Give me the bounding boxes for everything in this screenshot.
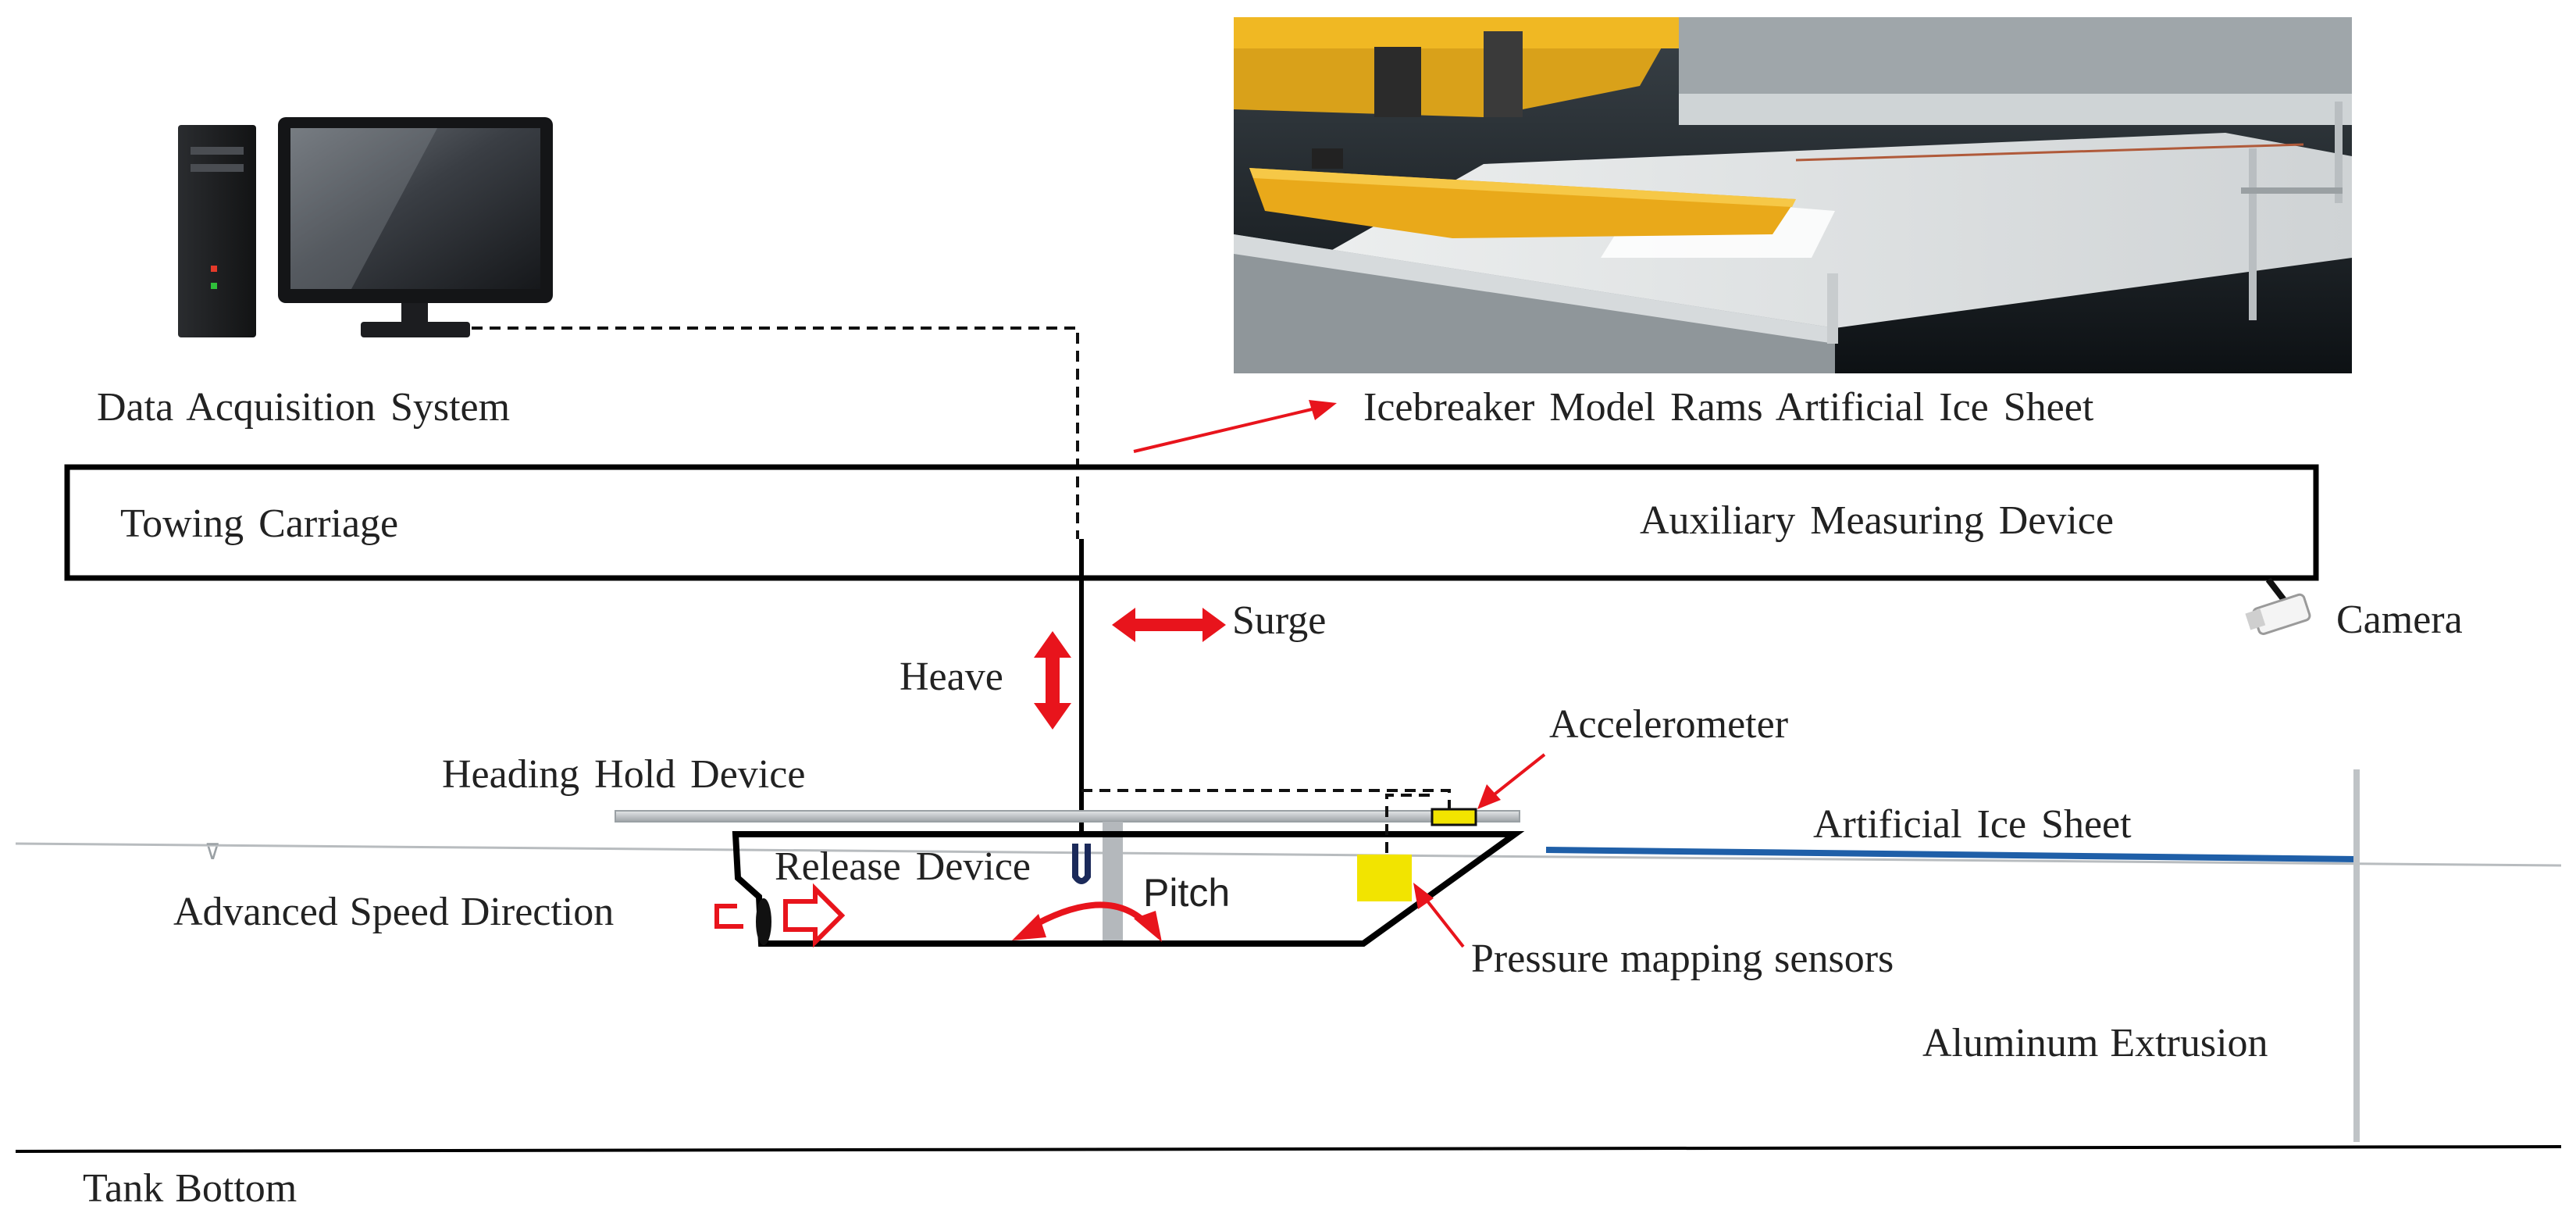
label-data-acquisition-system: Data Acquisition System [97, 385, 511, 430]
computer-tower-icon [178, 125, 256, 337]
data-cable [472, 327, 1079, 539]
pitch-arrow [1012, 901, 1162, 942]
label-auxiliary-measuring-device: Auxiliary Measuring Device [1640, 498, 2114, 543]
towing-carriage-frame [64, 464, 2319, 581]
label-heave: Heave [900, 655, 1003, 699]
label-release-device: Release Device [775, 844, 1031, 889]
label-advanced-speed-direction: Advanced Speed Direction [173, 890, 615, 934]
water-surface-line [15, 842, 2562, 867]
heading-hold-bar [615, 810, 1520, 823]
label-artificial-ice-sheet: Artificial Ice Sheet [1813, 802, 2132, 847]
advanced-speed-arrow [714, 883, 846, 948]
monitor-icon [278, 117, 553, 337]
accelerometer-pointer [1477, 753, 1546, 809]
release-device-clamp [1072, 844, 1091, 884]
label-pitch: Pitch [1143, 871, 1231, 915]
label-tank-bottom: Tank Bottom [83, 1166, 298, 1211]
label-camera: Camera [2336, 598, 2463, 642]
heave-arrow [1034, 631, 1071, 730]
label-pressure-mapping-sensors: Pressure mapping sensors [1471, 937, 1894, 981]
label-photo-caption: Icebreaker Model Rams Artificial Ice She… [1363, 385, 2094, 430]
label-accelerometer: Accelerometer [1549, 702, 1789, 747]
waterline-mark: ⊽ [205, 840, 221, 864]
label-aluminum-extrusion: Aluminum Extrusion [1922, 1021, 2268, 1065]
label-towing-carriage: Towing Carriage [120, 501, 399, 546]
pressure-sensor-pad [1357, 855, 1412, 901]
camera-icon [2245, 577, 2311, 635]
artificial-ice-sheet [1545, 847, 2357, 862]
label-surge: Surge [1232, 598, 1327, 643]
photo-icebreaker-model [1234, 17, 2352, 373]
pitch-pivot-post [1103, 822, 1123, 940]
accelerometer-box [1431, 808, 1477, 826]
pointer-arrow-photo [1133, 400, 1337, 453]
label-heading-hold-device: Heading Hold Device [442, 752, 806, 797]
pressure-sensor-pointer [1413, 883, 1465, 948]
surge-arrow [1112, 608, 1226, 642]
tank-bottom-line [15, 1145, 2562, 1153]
accelerometer-wiring [1081, 789, 1451, 853]
